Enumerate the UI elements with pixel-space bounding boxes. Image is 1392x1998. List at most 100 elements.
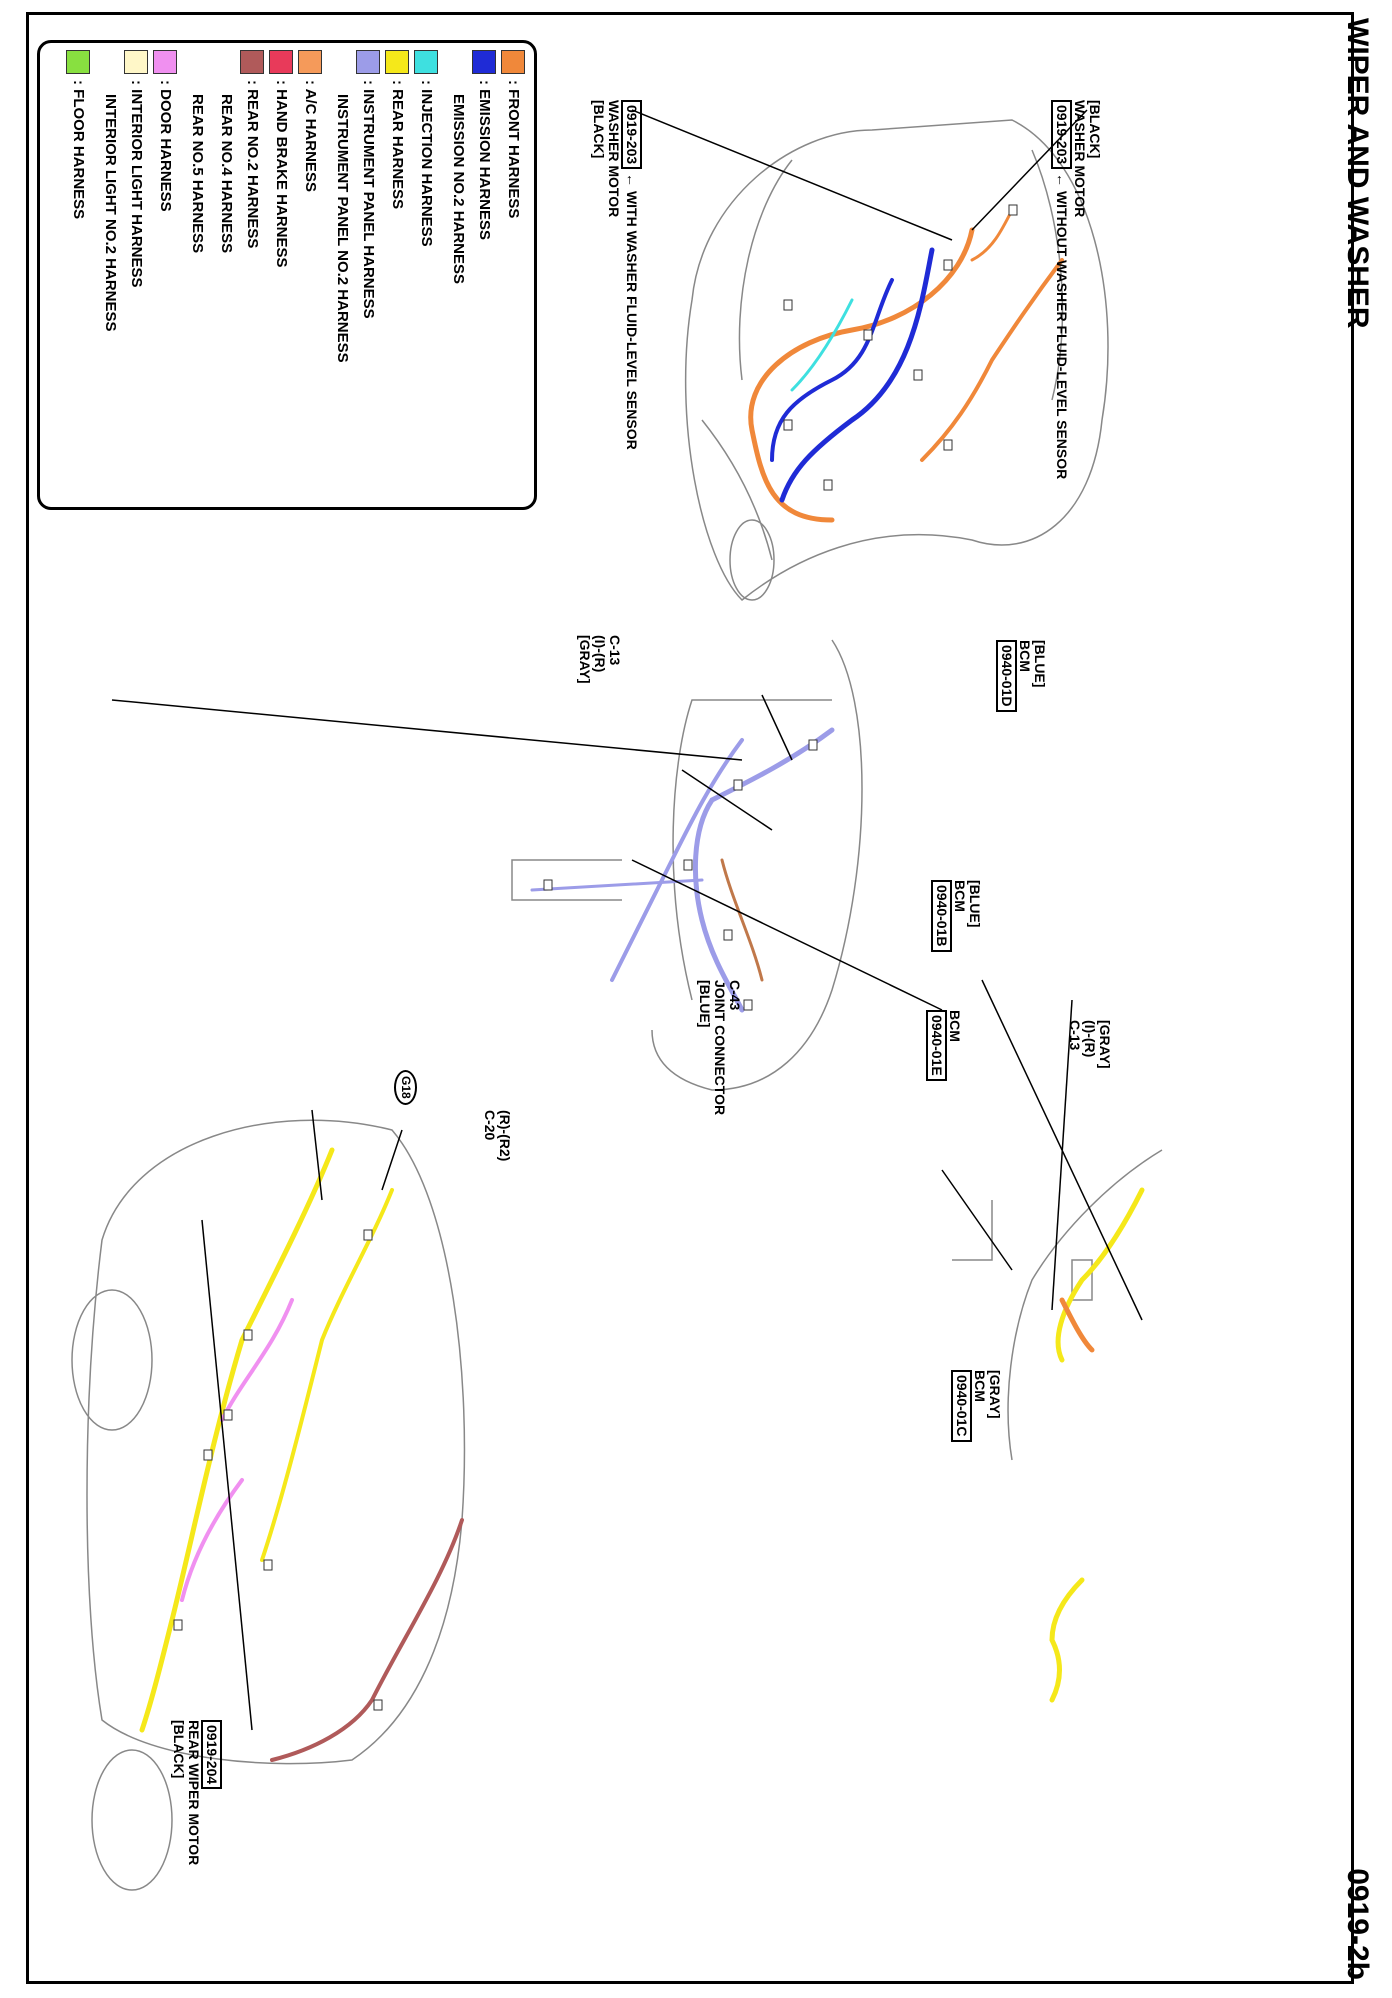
connector-code: 0940-01C bbox=[951, 1370, 972, 1442]
legend-item: INSTRUMENT PANEL NO.2 HARNESS bbox=[334, 50, 351, 363]
connector-color: [BLACK] bbox=[171, 1720, 187, 1779]
legend-swatch bbox=[298, 50, 322, 74]
bcm-01c-callout: [GRAY] BCM 0940-01C bbox=[951, 1370, 1003, 1442]
legend-label: : INTERIOR LIGHT HARNESS bbox=[128, 80, 146, 288]
connector-name: WASHER MOTOR bbox=[606, 100, 622, 218]
legend-item: INTERIOR LIGHT NO.2 HARNESS bbox=[102, 50, 119, 332]
door-area-outline bbox=[952, 1149, 1163, 1461]
legend-label: INTERIOR LIGHT NO.2 HARNESS bbox=[102, 94, 119, 332]
bcm-01b-callout: [BLUE] BCM 0940-01B bbox=[931, 880, 983, 952]
connector-name: BCM bbox=[947, 1010, 963, 1042]
connector-id: C-43 bbox=[727, 980, 743, 1011]
bcm-01d-callout: [BLUE] BCM 0940-01D bbox=[996, 640, 1048, 712]
connector-color: [BLACK] bbox=[1087, 100, 1103, 159]
legend-swatch bbox=[269, 50, 293, 74]
connector-code: 0919-203 bbox=[1051, 100, 1072, 170]
connector-id: C-13 bbox=[1067, 1020, 1083, 1051]
legend-item: : A/C HARNESS bbox=[298, 50, 322, 192]
legend-label: : REAR HARNESS bbox=[389, 80, 407, 210]
c13-callout-a: C-13 (I)-(R) [GRAY] bbox=[577, 635, 623, 684]
legend-item: : DOOR HARNESS bbox=[153, 50, 177, 212]
connector-code: 0940-01E bbox=[926, 1010, 947, 1081]
legend-item: EMISSION NO.2 HARNESS bbox=[450, 50, 467, 284]
connector-code: 0940-01B bbox=[931, 880, 952, 952]
connector-pins: (R)-(R2) bbox=[497, 1110, 513, 1162]
instrument-panel-outline bbox=[511, 639, 863, 1091]
legend-item: : FRONT HARNESS bbox=[501, 50, 525, 218]
harness-legend: : FRONT HARNESS : EMISSION HARNESS EMISSIO… bbox=[37, 40, 537, 510]
instrument-panel-harness bbox=[530, 727, 835, 1013]
legend-swatch bbox=[414, 50, 438, 74]
bcm-01e-callout: BCM 0940-01E bbox=[926, 1010, 963, 1081]
connector-pins: (I)-(R) bbox=[592, 635, 608, 673]
rear-body-harness bbox=[139, 1147, 464, 1762]
legend-swatch bbox=[124, 50, 148, 74]
legend-swatch bbox=[66, 50, 90, 74]
legend-item: : INSTRUMENT PANEL HARNESS bbox=[356, 50, 380, 319]
legend-label: EMISSION NO.2 HARNESS bbox=[450, 94, 467, 285]
rear-wiper-callout: 0919-204 REAR WIPER MOTOR [BLACK] bbox=[171, 1720, 222, 1865]
rear-body-outline bbox=[71, 1119, 466, 1891]
connector-name: BCM bbox=[952, 880, 968, 912]
legend-item: : INTERIOR LIGHT HARNESS bbox=[124, 50, 148, 288]
legend-swatch bbox=[501, 50, 525, 74]
legend-item: : INJECTION HARNESS bbox=[414, 50, 438, 247]
washer-motor-callout-a: [BLACK] WASHER MOTOR 0919-203 ← WITHOUT … bbox=[1051, 100, 1103, 480]
legend-item: REAR NO.4 HARNESS bbox=[218, 50, 235, 253]
connector-color: [BLUE] bbox=[697, 980, 713, 1028]
legend-swatch bbox=[472, 50, 496, 74]
instrument-panel-connectors bbox=[543, 739, 818, 1011]
engine-bay-connectors bbox=[783, 204, 1018, 491]
connector-note: WITHOUT WASHER FLUID-LEVEL SENSOR bbox=[1054, 190, 1070, 480]
connector-color: [GRAY] bbox=[577, 635, 593, 684]
connector-name: BCM bbox=[1017, 640, 1033, 672]
connector-color: [BLACK] bbox=[591, 100, 607, 159]
legend-swatch bbox=[385, 50, 409, 74]
legend-swatch bbox=[240, 50, 264, 74]
legend-label: : DOOR HARNESS bbox=[157, 80, 175, 212]
connector-code: 0919-203 bbox=[621, 100, 642, 170]
connector-color: [BLUE] bbox=[967, 880, 983, 928]
connector-name: BCM bbox=[972, 1370, 988, 1402]
legend-swatch bbox=[356, 50, 380, 74]
connector-id: C-20 bbox=[482, 1110, 498, 1141]
rear-body-connectors bbox=[173, 1229, 383, 1711]
legend-item: : REAR NO.2 HARNESS bbox=[240, 50, 264, 248]
legend-label: : A/C HARNESS bbox=[302, 80, 320, 192]
connector-name: JOINT CONNECTOR bbox=[712, 980, 728, 1116]
ground-g18-label: G18 bbox=[394, 1070, 417, 1105]
washer-motor-callout-b: 0919-203 ← WITH WASHER FLUID-LEVEL SENSO… bbox=[591, 100, 642, 450]
leader-lines bbox=[111, 109, 1143, 1731]
connector-code: 0919-204 bbox=[201, 1720, 222, 1790]
connector-color: [GRAY] bbox=[987, 1370, 1003, 1419]
c13-callout-b: [GRAY] (I)-(R) C-13 bbox=[1067, 1020, 1113, 1069]
door-harness bbox=[1049, 1187, 1145, 1703]
legend-label: : FLOOR HARNESS bbox=[70, 80, 88, 220]
connector-id: C-13 bbox=[607, 635, 623, 666]
legend-label: : FRONT HARNESS bbox=[505, 80, 523, 219]
legend-label: : REAR NO.2 HARNESS bbox=[244, 80, 262, 249]
c20-callout: (R)-(R2) C-20 bbox=[482, 1110, 513, 1162]
legend-label: REAR NO.4 HARNESS bbox=[218, 94, 235, 254]
connector-pins: (I)-(R) bbox=[1082, 1020, 1098, 1058]
legend-label: INSTRUMENT PANEL NO.2 HARNESS bbox=[334, 94, 351, 363]
connector-code: 0940-01D bbox=[996, 640, 1017, 712]
connector-note: WITH WASHER FLUID-LEVEL SENSOR bbox=[624, 190, 640, 450]
legend-item: REAR NO.5 HARNESS bbox=[189, 50, 206, 253]
legend-label: : INJECTION HARNESS bbox=[418, 80, 436, 247]
legend-label: : INSTRUMENT PANEL HARNESS bbox=[360, 80, 378, 319]
connector-name: WASHER MOTOR bbox=[1072, 100, 1088, 218]
engine-bay-harness bbox=[748, 208, 1064, 523]
page-border bbox=[26, 12, 1354, 1984]
c43-callout: C-43 JOINT CONNECTOR [BLUE] bbox=[697, 980, 743, 1116]
legend-label: : HAND BRAKE HARNESS bbox=[273, 80, 291, 268]
engine-bay-outline bbox=[684, 119, 1109, 602]
legend-swatch bbox=[153, 50, 177, 74]
connector-name: REAR WIPER MOTOR bbox=[186, 1720, 202, 1866]
connector-color: [BLUE] bbox=[1032, 640, 1048, 688]
legend-item: : EMISSION HARNESS bbox=[472, 50, 496, 240]
legend-item: : FLOOR HARNESS bbox=[66, 50, 90, 219]
